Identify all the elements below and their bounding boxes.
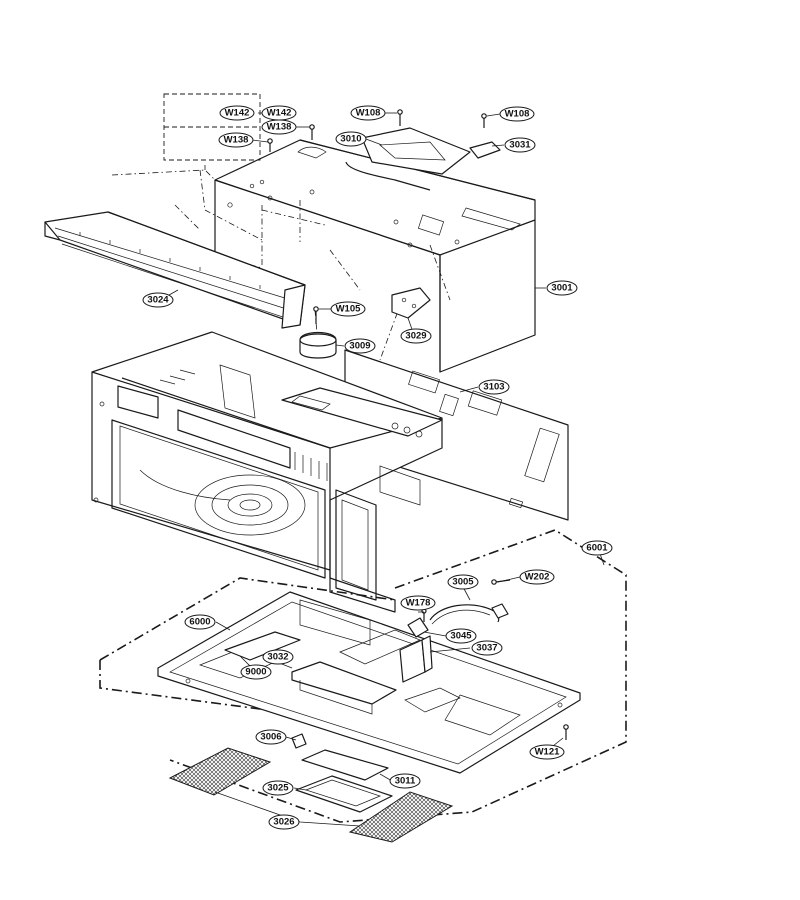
label-w142-box: W142 <box>219 105 255 121</box>
label-3025: 3025 <box>262 780 294 796</box>
label-w121: W121 <box>529 744 565 760</box>
grease-filter-right-3026 <box>348 791 454 843</box>
hardware-callout-frame <box>163 93 261 161</box>
grease-filter-left-3026 <box>168 747 272 796</box>
svg-text:6000: 6000 <box>189 617 210 628</box>
top-bracket-3010 <box>345 127 471 191</box>
screw-w121 <box>563 724 569 740</box>
vent-grille-3024 <box>44 211 306 329</box>
svg-text:3103: 3103 <box>483 382 504 393</box>
label-3005: 3005 <box>447 574 479 590</box>
label-3009: 3009 <box>344 338 376 354</box>
bracket-3037 <box>399 635 433 683</box>
label-3037: 3037 <box>471 640 503 656</box>
label-3032: 3032 <box>262 649 294 665</box>
svg-text:3006: 3006 <box>260 732 281 743</box>
label-3026: 3026 <box>268 814 300 830</box>
svg-text:3025: 3025 <box>267 783 289 794</box>
svg-text:W138: W138 <box>224 135 249 146</box>
label-w178: W178 <box>400 595 436 611</box>
svg-text:3031: 3031 <box>509 140 531 151</box>
label-w138: W138 <box>261 119 297 135</box>
svg-text:W108: W108 <box>505 109 530 120</box>
screw-w105 <box>313 306 319 324</box>
svg-text:3009: 3009 <box>349 341 370 352</box>
svg-text:W108: W108 <box>356 108 381 119</box>
svg-text:W121: W121 <box>535 747 561 758</box>
svg-text:W142: W142 <box>267 108 292 119</box>
screws-top <box>267 109 487 152</box>
label-w138-box: W138 <box>218 132 254 148</box>
label-3010: 3010 <box>335 131 367 147</box>
label-6001: 6001 <box>581 540 613 556</box>
label-6000: 6000 <box>184 614 216 630</box>
part-3032 <box>291 661 397 715</box>
svg-text:3032: 3032 <box>267 652 288 663</box>
part-9000 <box>224 631 301 661</box>
bracket-3031 <box>469 141 501 159</box>
label-3029: 3029 <box>400 328 432 344</box>
lamp-cover-3011 <box>301 749 389 781</box>
screw-w178 <box>421 608 427 622</box>
label-3103: 3103 <box>478 379 510 395</box>
svg-text:3024: 3024 <box>147 295 169 306</box>
svg-text:3011: 3011 <box>395 776 416 787</box>
svg-text:W202: W202 <box>525 572 550 583</box>
svg-text:3001: 3001 <box>551 283 573 294</box>
label-3024: 3024 <box>142 292 174 308</box>
part-3006 <box>291 733 307 749</box>
svg-text:9000: 9000 <box>245 667 266 678</box>
svg-text:6001: 6001 <box>586 543 608 554</box>
motor-3009 <box>299 331 337 359</box>
label-3001: 3001 <box>546 280 578 296</box>
svg-text:3005: 3005 <box>452 577 474 588</box>
label-w202: W202 <box>519 569 555 585</box>
svg-text:3029: 3029 <box>405 331 426 342</box>
svg-text:W105: W105 <box>336 304 362 315</box>
lamp-cover-3025 <box>295 775 393 813</box>
label-3045: 3045 <box>445 628 477 644</box>
label-9000: 9000 <box>240 664 272 680</box>
svg-text:3010: 3010 <box>340 134 361 145</box>
svg-text:W142: W142 <box>225 108 250 119</box>
part-3045 <box>407 617 429 638</box>
label-3006: 3006 <box>255 729 287 745</box>
svg-text:3037: 3037 <box>476 643 497 654</box>
label-w108-right: W108 <box>499 106 535 122</box>
svg-text:W138: W138 <box>267 122 292 133</box>
bracket-3029 <box>391 287 431 319</box>
label-w108-left: W108 <box>350 105 386 121</box>
label-w142: W142 <box>261 105 297 121</box>
outer-case <box>214 139 536 373</box>
oven-cavity-chassis <box>91 331 443 613</box>
svg-text:3026: 3026 <box>273 817 294 828</box>
svg-text:3045: 3045 <box>450 631 472 642</box>
label-w105: W105 <box>330 301 366 317</box>
label-3031: 3031 <box>504 137 536 153</box>
svg-text:W178: W178 <box>406 598 431 609</box>
label-3011: 3011 <box>389 773 421 789</box>
